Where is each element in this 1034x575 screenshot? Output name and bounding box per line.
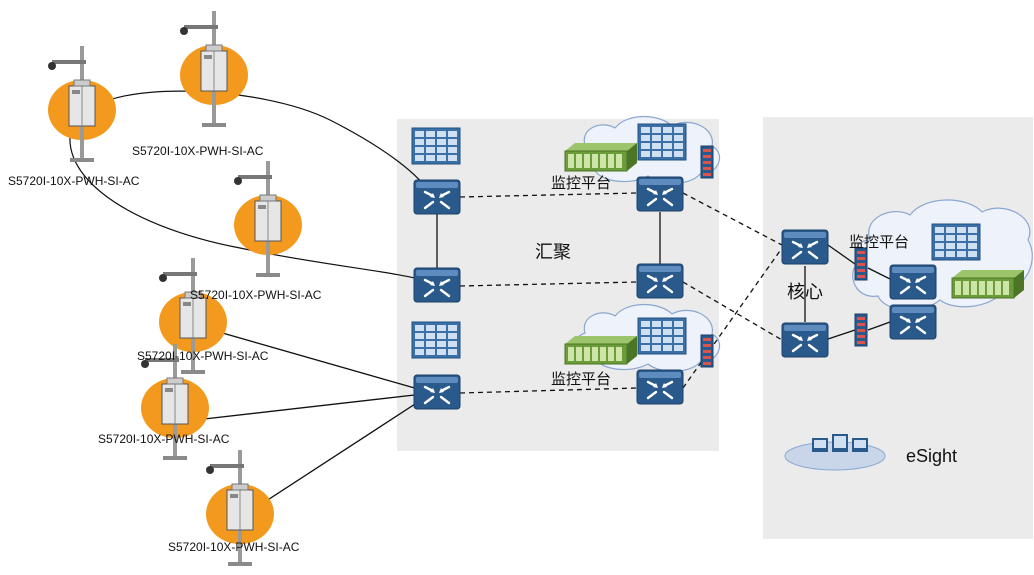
surveillance-pole-icon — [47, 45, 117, 163]
video-wall-icon — [411, 127, 461, 165]
aggregation-label: 汇聚 — [535, 242, 571, 263]
firewall-icon — [854, 313, 868, 347]
switch-icon — [888, 303, 938, 341]
pole-label: S5720I-10X-PWH-SI-AC — [137, 349, 269, 363]
video-wall-icon — [411, 321, 461, 359]
core-label: 核心 — [787, 282, 823, 303]
storage-icon — [951, 269, 1025, 299]
dashed-links — [459, 192, 783, 394]
switch-icon — [412, 266, 462, 304]
firewall-icon — [700, 334, 714, 368]
firewall-icon — [700, 145, 714, 179]
switch-icon — [412, 178, 462, 216]
firewall-icon — [854, 247, 868, 281]
switch-icon — [635, 368, 685, 406]
surveillance-pole-icon — [179, 10, 249, 128]
esight-label: eSight — [906, 446, 957, 466]
surveillance-pole-icon — [233, 160, 303, 278]
storage-icon — [564, 335, 638, 365]
pole-label: S5720I-10X-PWH-SI-AC — [132, 144, 264, 158]
pole-label: S5720I-10X-PWH-SI-AC — [190, 288, 322, 302]
video-wall-icon — [931, 223, 981, 261]
links — [69, 90, 893, 519]
esight-servers-icon — [784, 434, 886, 471]
switch-icon — [888, 263, 938, 301]
switch-icon — [412, 373, 462, 411]
monitor-platform-label: 监控平台 — [849, 233, 909, 251]
monitor-platform-label: 监控平台 — [551, 370, 611, 388]
pole-label: S5720I-10X-PWH-SI-AC — [8, 174, 140, 188]
monitor-platform-label: 监控平台 — [551, 174, 611, 192]
video-wall-icon — [637, 123, 687, 161]
video-wall-icon — [637, 317, 687, 355]
switch-icon — [635, 262, 685, 300]
pole-label: S5720I-10X-PWH-SI-AC — [98, 432, 230, 446]
core-switch-icon — [780, 228, 830, 266]
pole-label: S5720I-10X-PWH-SI-AC — [168, 540, 300, 554]
storage-icon — [564, 142, 638, 172]
core-switch-icon — [780, 321, 830, 359]
switch-icon — [635, 175, 685, 213]
